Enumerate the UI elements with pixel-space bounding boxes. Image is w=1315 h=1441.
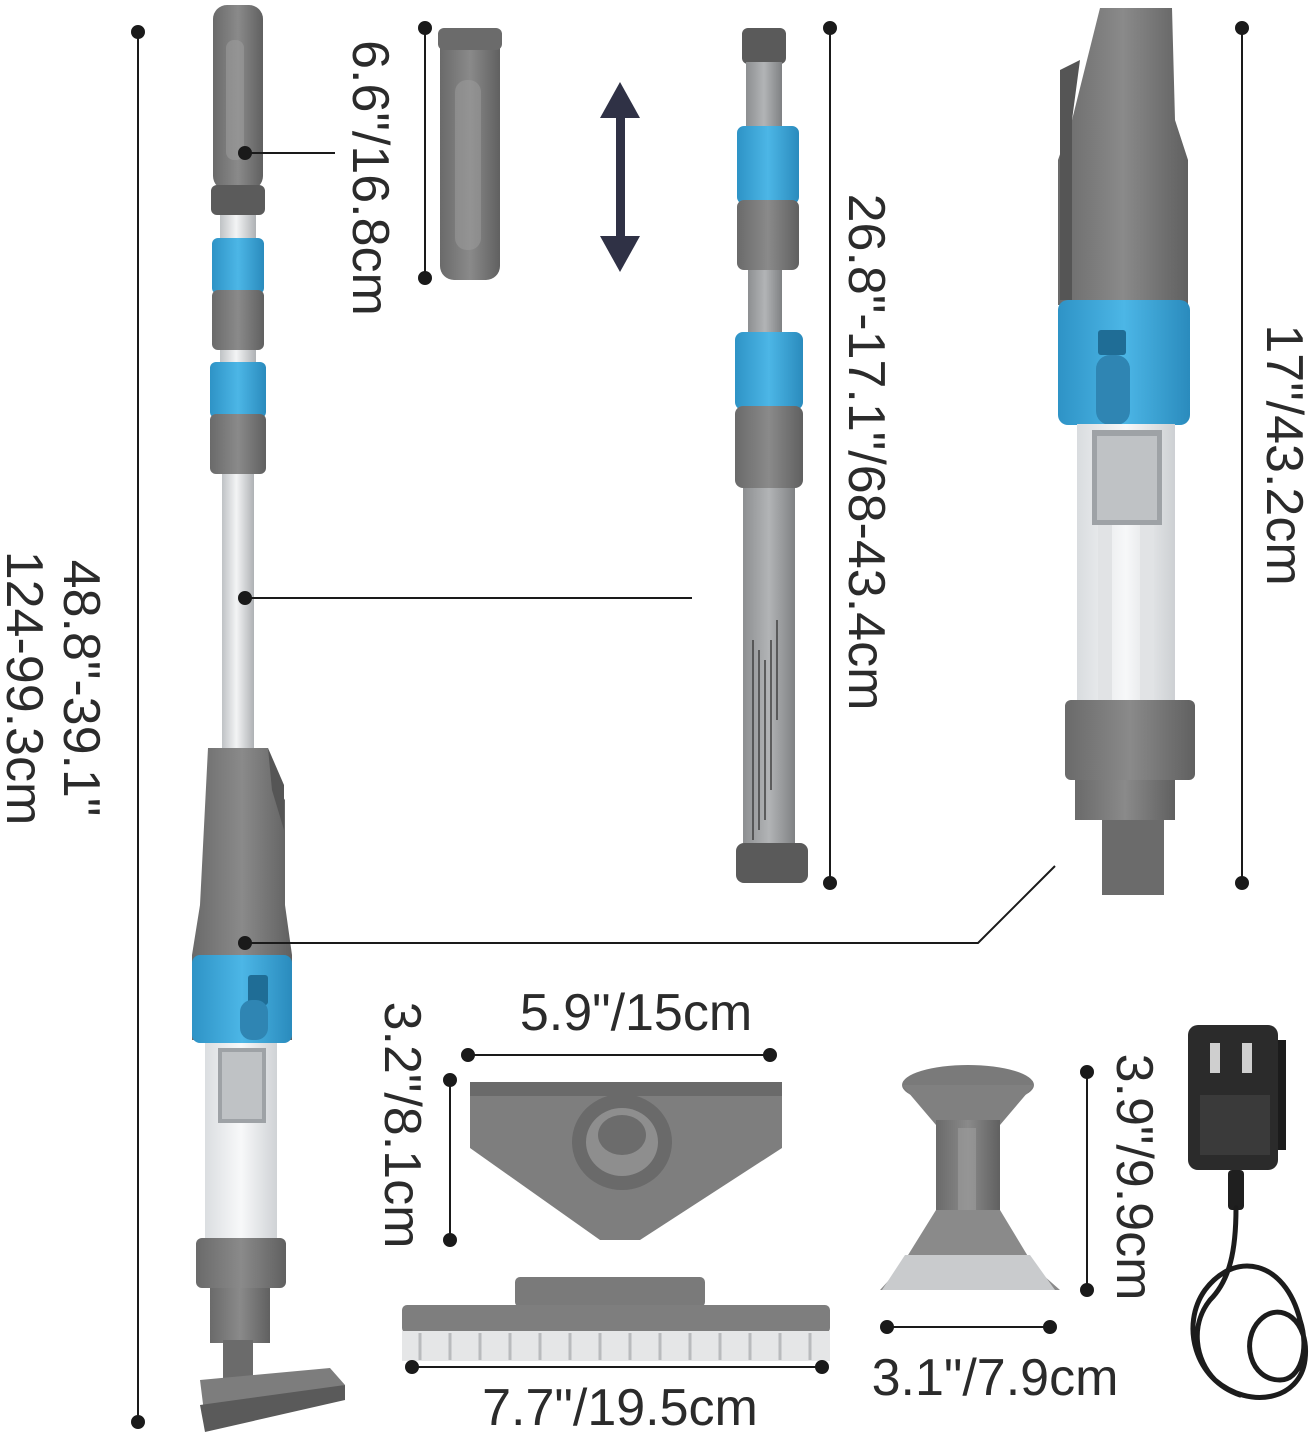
small-nozzle-height-line (1080, 1065, 1094, 1297)
pole-dimension-line (823, 21, 837, 890)
small-nozzle-width-line (880, 1320, 1057, 1334)
handle-length-label: 6.6"/16.8cm (341, 40, 399, 316)
body-dimension-line (1235, 21, 1249, 890)
wide-nozzle-height-label: 3.2"/8.1cm (373, 1001, 431, 1249)
brush-width-line (405, 1360, 829, 1374)
body-length-label: 17"/43.2cm (1255, 324, 1313, 586)
assembled-vacuum (192, 5, 345, 1432)
small-nozzle-height-label: 3.9"/9.9cm (1105, 1053, 1163, 1301)
assembled-leader-lines (238, 146, 1056, 950)
handle-dimension-line (418, 21, 432, 285)
total-length-dimension-line (131, 25, 145, 1429)
pole-length-label: 26.8"-17.1"/68-43.4cm (837, 193, 895, 711)
brush-head (402, 1277, 830, 1361)
wide-nozzle-height-line (443, 1073, 457, 1247)
telescopic-pole (735, 28, 808, 883)
total-length-line2: 124-99.3cm (0, 550, 53, 826)
total-length-label: 48.8"-39.1" 124-99.3cm (0, 550, 111, 826)
wide-nozzle-width-line (461, 1048, 777, 1062)
pole-printed-label (752, 620, 778, 840)
double-arrow-vertical-icon (600, 82, 640, 272)
handle-piece (438, 28, 502, 280)
small-nozzle (880, 1065, 1060, 1290)
brush-width-label: 7.7"/19.5cm (482, 1379, 758, 1437)
small-nozzle-width-label: 3.1"/7.9cm (871, 1349, 1119, 1407)
charger-plug-icon (1188, 1025, 1309, 1400)
total-length-line1: 48.8"-39.1" (52, 559, 111, 817)
wide-nozzle (470, 1082, 782, 1240)
vacuum-body (1058, 8, 1195, 895)
wide-nozzle-width-label: 5.9"/15cm (519, 984, 753, 1042)
